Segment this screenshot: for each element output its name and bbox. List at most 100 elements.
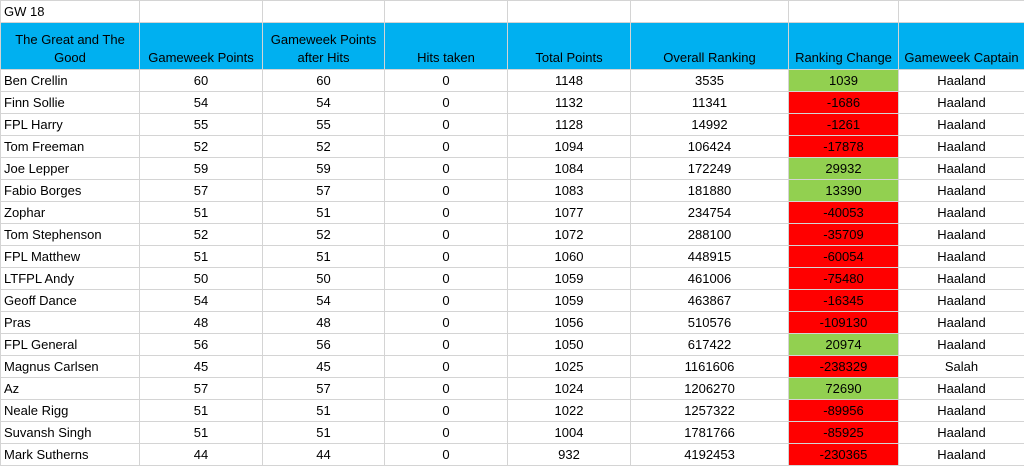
overall-ranking-cell[interactable]: 1257322 <box>630 399 789 422</box>
hits-taken-cell[interactable]: 0 <box>384 377 508 400</box>
points-after-hits-cell[interactable]: 52 <box>262 135 385 158</box>
points-after-hits-cell[interactable]: 51 <box>262 421 385 444</box>
captain-cell[interactable]: Haaland <box>898 399 1024 422</box>
total-points-cell[interactable]: 1060 <box>507 245 631 268</box>
hits-taken-cell[interactable]: 0 <box>384 69 508 92</box>
captain-cell[interactable]: Haaland <box>898 333 1024 356</box>
captain-cell[interactable]: Haaland <box>898 69 1024 92</box>
overall-ranking-cell[interactable]: 3535 <box>630 69 789 92</box>
gameweek-points-cell[interactable]: 52 <box>139 135 263 158</box>
total-points-cell[interactable]: 1059 <box>507 267 631 290</box>
manager-name-cell[interactable]: Fabio Borges <box>0 179 140 202</box>
total-points-cell[interactable]: 1077 <box>507 201 631 224</box>
overall-ranking-cell[interactable]: 14992 <box>630 113 789 136</box>
points-after-hits-cell[interactable]: 57 <box>262 179 385 202</box>
points-after-hits-cell[interactable]: 44 <box>262 443 385 466</box>
total-points-cell[interactable]: 1050 <box>507 333 631 356</box>
manager-name-cell[interactable]: FPL Matthew <box>0 245 140 268</box>
overall-ranking-cell[interactable]: 463867 <box>630 289 789 312</box>
gameweek-points-cell[interactable]: 51 <box>139 399 263 422</box>
overall-ranking-cell[interactable]: 1161606 <box>630 355 789 378</box>
hits-taken-cell[interactable]: 0 <box>384 223 508 246</box>
empty-cell[interactable] <box>788 0 899 23</box>
overall-ranking-cell[interactable]: 172249 <box>630 157 789 180</box>
manager-name-cell[interactable]: Zophar <box>0 201 140 224</box>
empty-cell[interactable] <box>384 0 508 23</box>
gameweek-points-cell[interactable]: 51 <box>139 201 263 224</box>
overall-ranking-cell[interactable]: 106424 <box>630 135 789 158</box>
points-after-hits-cell[interactable]: 55 <box>262 113 385 136</box>
total-points-cell[interactable]: 1083 <box>507 179 631 202</box>
hits-taken-cell[interactable]: 0 <box>384 289 508 312</box>
gameweek-points-cell[interactable]: 54 <box>139 289 263 312</box>
gameweek-points-cell[interactable]: 50 <box>139 267 263 290</box>
overall-ranking-cell[interactable]: 1206270 <box>630 377 789 400</box>
ranking-change-cell[interactable]: -16345 <box>788 289 899 312</box>
captain-cell[interactable]: Haaland <box>898 113 1024 136</box>
manager-name-cell[interactable]: LTFPL Andy <box>0 267 140 290</box>
overall-ranking-cell[interactable]: 4192453 <box>630 443 789 466</box>
ranking-change-cell[interactable]: 13390 <box>788 179 899 202</box>
captain-cell[interactable]: Haaland <box>898 267 1024 290</box>
gameweek-points-cell[interactable]: 56 <box>139 333 263 356</box>
hits-taken-cell[interactable]: 0 <box>384 443 508 466</box>
overall-ranking-cell[interactable]: 461006 <box>630 267 789 290</box>
manager-name-cell[interactable]: Tom Stephenson <box>0 223 140 246</box>
manager-name-cell[interactable]: FPL Harry <box>0 113 140 136</box>
captain-cell[interactable]: Haaland <box>898 179 1024 202</box>
hits-taken-cell[interactable]: 0 <box>384 245 508 268</box>
manager-name-cell[interactable]: Finn Sollie <box>0 91 140 114</box>
sheet-title-cell[interactable]: GW 18 <box>0 0 140 23</box>
captain-cell[interactable]: Haaland <box>898 289 1024 312</box>
points-after-hits-cell[interactable]: 54 <box>262 289 385 312</box>
manager-name-cell[interactable]: Pras <box>0 311 140 334</box>
overall-ranking-cell[interactable]: 234754 <box>630 201 789 224</box>
overall-ranking-cell[interactable]: 617422 <box>630 333 789 356</box>
hits-taken-cell[interactable]: 0 <box>384 267 508 290</box>
points-after-hits-cell[interactable]: 60 <box>262 69 385 92</box>
hits-taken-cell[interactable]: 0 <box>384 311 508 334</box>
hits-taken-cell[interactable]: 0 <box>384 399 508 422</box>
manager-name-cell[interactable]: Az <box>0 377 140 400</box>
total-points-cell[interactable]: 1148 <box>507 69 631 92</box>
total-points-cell[interactable]: 1084 <box>507 157 631 180</box>
points-after-hits-cell[interactable]: 48 <box>262 311 385 334</box>
gameweek-points-cell[interactable]: 55 <box>139 113 263 136</box>
captain-cell[interactable]: Haaland <box>898 135 1024 158</box>
total-points-cell[interactable]: 1056 <box>507 311 631 334</box>
hits-taken-cell[interactable]: 0 <box>384 421 508 444</box>
points-after-hits-cell[interactable]: 51 <box>262 245 385 268</box>
gameweek-points-cell[interactable]: 57 <box>139 377 263 400</box>
points-after-hits-cell[interactable]: 59 <box>262 157 385 180</box>
hits-taken-cell[interactable]: 0 <box>384 157 508 180</box>
captain-cell[interactable]: Haaland <box>898 245 1024 268</box>
gameweek-points-cell[interactable]: 51 <box>139 421 263 444</box>
total-points-cell[interactable]: 1059 <box>507 289 631 312</box>
captain-cell[interactable]: Salah <box>898 355 1024 378</box>
header-gameweek-points[interactable]: Gameweek Points <box>139 22 263 70</box>
ranking-change-cell[interactable]: -35709 <box>788 223 899 246</box>
gameweek-points-cell[interactable]: 44 <box>139 443 263 466</box>
manager-name-cell[interactable]: Mark Sutherns <box>0 443 140 466</box>
captain-cell[interactable]: Haaland <box>898 223 1024 246</box>
header-manager[interactable]: The Great and The Good <box>0 22 140 70</box>
total-points-cell[interactable]: 1022 <box>507 399 631 422</box>
points-after-hits-cell[interactable]: 56 <box>262 333 385 356</box>
overall-ranking-cell[interactable]: 11341 <box>630 91 789 114</box>
ranking-change-cell[interactable]: -109130 <box>788 311 899 334</box>
ranking-change-cell[interactable]: -1686 <box>788 91 899 114</box>
hits-taken-cell[interactable]: 0 <box>384 91 508 114</box>
empty-cell[interactable] <box>507 0 631 23</box>
manager-name-cell[interactable]: Neale Rigg <box>0 399 140 422</box>
manager-name-cell[interactable]: Suvansh Singh <box>0 421 140 444</box>
ranking-change-cell[interactable]: 72690 <box>788 377 899 400</box>
ranking-change-cell[interactable]: -60054 <box>788 245 899 268</box>
gameweek-points-cell[interactable]: 57 <box>139 179 263 202</box>
ranking-change-cell[interactable]: -75480 <box>788 267 899 290</box>
ranking-change-cell[interactable]: -17878 <box>788 135 899 158</box>
captain-cell[interactable]: Haaland <box>898 91 1024 114</box>
points-after-hits-cell[interactable]: 51 <box>262 201 385 224</box>
ranking-change-cell[interactable]: -238329 <box>788 355 899 378</box>
total-points-cell[interactable]: 1128 <box>507 113 631 136</box>
captain-cell[interactable]: Haaland <box>898 201 1024 224</box>
